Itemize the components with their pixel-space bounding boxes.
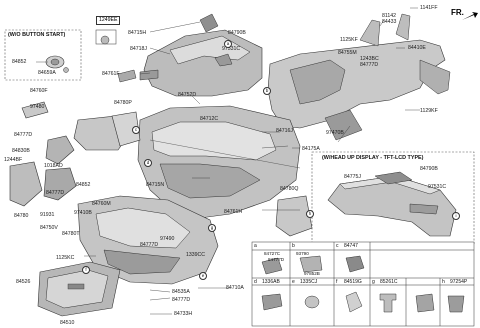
legend-part: 84727C xyxy=(264,251,281,256)
inset-button-start-title: (W/O BUTTON START) xyxy=(8,32,66,38)
legend-part: 97852B xyxy=(304,271,320,276)
legend-key: h xyxy=(442,279,445,285)
part-label: 84780T xyxy=(62,231,80,237)
part-label: 84777D xyxy=(140,242,159,248)
part-label: 97490 xyxy=(160,236,175,242)
crash-pad-lower xyxy=(77,195,219,285)
part-label: 84760M xyxy=(92,201,111,207)
inset-heads-up-title: (W/HEAD UP DISPLAY - TFT-LCD TYPE) xyxy=(322,155,424,161)
legend-key: g xyxy=(372,279,375,285)
parts-legend-table xyxy=(251,241,475,327)
callout-marker: b xyxy=(263,87,271,95)
crash-pad-upper xyxy=(143,13,263,97)
part-label: 84777D xyxy=(14,132,33,138)
part-label: 84790B xyxy=(228,30,246,36)
inset-part-label: 84775J xyxy=(344,174,362,180)
part-label: 84760F xyxy=(30,88,48,94)
inset-part-label: 84659A xyxy=(38,70,56,76)
legend-key: a xyxy=(254,243,257,249)
part-label: 1244BF xyxy=(4,157,23,163)
legend-part: 84747 xyxy=(344,243,358,249)
part-label: 97531C xyxy=(222,46,241,52)
part-label: 84777D xyxy=(172,297,191,303)
part-label: 84715N xyxy=(146,182,165,188)
part-label: 84410E xyxy=(408,45,426,51)
inset-part-label: 84852 xyxy=(12,59,27,65)
part-label: 97470B xyxy=(326,130,344,136)
part-label: 1129KF xyxy=(420,108,438,114)
front-direction-label: FR. xyxy=(451,8,464,17)
part-label: 1018AD xyxy=(44,163,63,169)
part-label: 84752D xyxy=(178,92,197,98)
part-label: 84777D xyxy=(46,190,65,196)
part-label: 84777D xyxy=(360,62,379,68)
part-label: 1141FF xyxy=(420,5,438,11)
inset-heads-up-frame xyxy=(311,151,475,245)
legend-key: f xyxy=(336,279,338,285)
part-label: 97410B xyxy=(74,210,92,216)
legend-part: 97254P xyxy=(450,279,468,285)
callout-marker: g xyxy=(208,224,216,232)
callout-marker: h xyxy=(306,210,314,218)
callout-marker: a xyxy=(224,40,232,48)
part-label: 84510 xyxy=(60,320,75,326)
part-label: 84712C xyxy=(200,116,219,122)
callout-marker: f xyxy=(82,266,90,274)
legend-key: c xyxy=(336,243,339,249)
part-label: 1339CC xyxy=(186,252,206,258)
legend-part: 1335CJ xyxy=(300,279,318,285)
legend-part: 85261C xyxy=(380,279,398,285)
part-label: 1125KC xyxy=(56,255,75,261)
part-label: 84750V xyxy=(40,225,58,231)
callout-marker: i xyxy=(452,212,460,220)
part-label: 84780 xyxy=(14,213,29,219)
inset-part-label: 97531C xyxy=(428,184,447,190)
part-label: 97480 xyxy=(30,104,45,110)
part-label: 84852 xyxy=(76,182,91,188)
callout-marker: c xyxy=(132,126,140,134)
part-label: 84761F xyxy=(102,71,120,77)
part-label: 84535A xyxy=(172,289,190,295)
part-label: 91931 xyxy=(40,212,55,218)
part-label: 84733H xyxy=(174,311,193,317)
part-label: 81142 xyxy=(382,13,397,19)
callout-marker: e xyxy=(199,272,207,280)
part-label: 1125KF xyxy=(340,37,358,43)
crash-pad-frame xyxy=(137,105,301,219)
inset-part-label: 84790B xyxy=(420,166,438,172)
glove-box xyxy=(37,261,121,317)
legend-part: 84777D xyxy=(268,257,285,262)
callout-marker: d xyxy=(144,159,152,167)
part-label: 84755M xyxy=(338,50,357,56)
part-label: 1243BC xyxy=(360,56,379,62)
cowl-crossbar xyxy=(267,13,451,141)
legend-part: 1336AB xyxy=(262,279,280,285)
part-label: 84710A xyxy=(226,285,244,291)
part-label: 84718J xyxy=(130,46,148,52)
legend-part: 93790 xyxy=(296,251,309,256)
part-label: 84716J xyxy=(276,128,294,134)
legend-key: d xyxy=(254,279,257,285)
part-label: 84830B xyxy=(12,148,30,154)
legend-key: e xyxy=(292,279,295,285)
legend-part: 84519G xyxy=(344,279,362,285)
part-label: 84780P xyxy=(114,100,132,106)
part-label: 84715H xyxy=(128,30,147,36)
part-label: 84526 xyxy=(16,279,31,285)
part-label: 84780Q xyxy=(280,186,299,192)
part-label: 84175A xyxy=(302,146,320,152)
part-label-boxed: 1249EE xyxy=(96,16,121,25)
part-label: 84761H xyxy=(224,209,243,215)
direction-arrow-icon xyxy=(462,12,478,20)
legend-key: b xyxy=(292,243,295,249)
part-label: 84433 xyxy=(382,19,397,25)
